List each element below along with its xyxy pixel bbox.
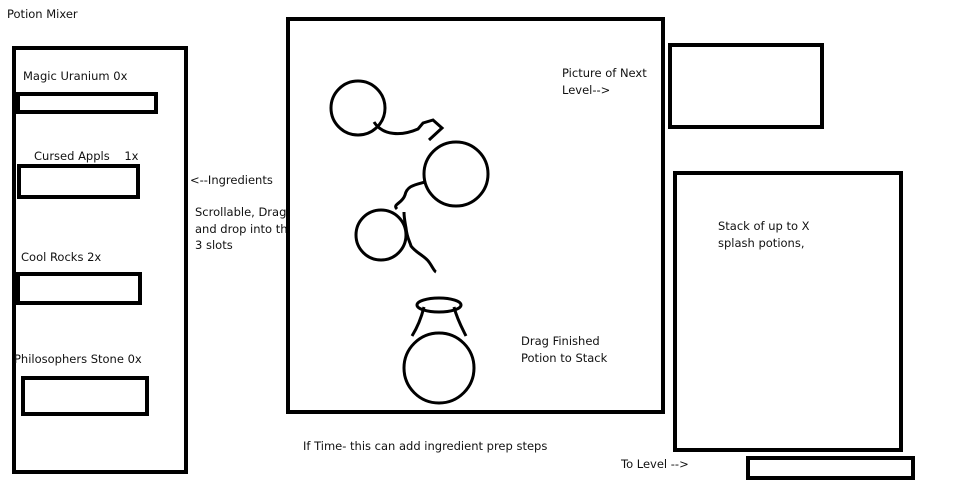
potion-stack[interactable] (673, 171, 903, 452)
ingredients-arrow-note: <--Ingredients (190, 173, 273, 187)
next-level-note: Picture of Next Level--> (562, 66, 647, 97)
app-title: Potion Mixer (7, 7, 78, 21)
drag-potion-note: Drag Finished Potion to Stack (521, 334, 608, 365)
to-level-button[interactable] (746, 456, 915, 480)
potion-flask-icon[interactable] (402, 296, 476, 405)
connector-line (394, 180, 426, 211)
next-level-preview[interactable] (668, 43, 824, 129)
to-level-note: To Level --> (621, 457, 689, 471)
ingredient-slot-2-icon[interactable] (422, 140, 490, 208)
prep-steps-note: If Time- this can add ingredient prep st… (303, 439, 548, 453)
ingredient-label-cursed-apples: Cursed Appls 1x (34, 149, 139, 163)
connector-line (402, 211, 437, 274)
ingredients-help-note: Scrollable, Drag and drop into the 3 slo… (195, 205, 295, 253)
ingredient-item-philosophers-stone[interactable] (21, 376, 149, 416)
stack-note: Stack of up to X splash potions, (718, 219, 810, 250)
ingredient-item-cursed-apples[interactable] (17, 164, 140, 199)
ingredient-slot-1-icon[interactable] (329, 79, 387, 137)
ingredient-label-philosophers-stone: Philosophers Stone 0x (14, 352, 142, 366)
ingredient-label-cool-rocks: Cool Rocks 2x (21, 250, 102, 264)
ingredient-slot-3-icon[interactable] (354, 208, 408, 262)
ingredient-label-magic-uranium: Magic Uranium 0x (23, 69, 128, 83)
connector-line (372, 118, 445, 142)
ingredient-item-magic-uranium[interactable] (16, 92, 158, 114)
ingredient-item-cool-rocks[interactable] (16, 272, 142, 305)
